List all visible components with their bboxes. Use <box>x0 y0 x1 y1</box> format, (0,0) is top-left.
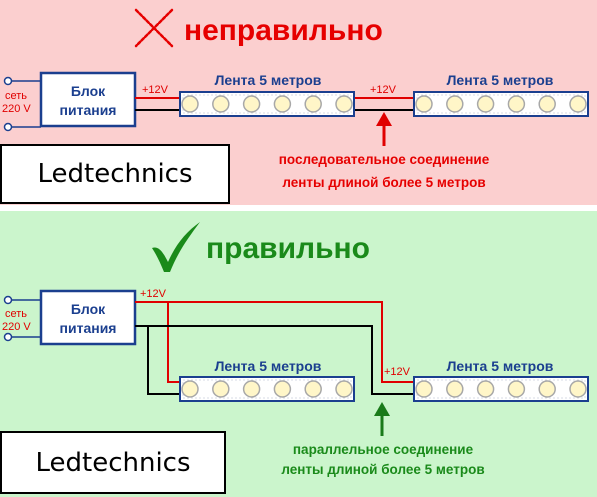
green-arrow-up <box>374 402 390 436</box>
strip-1-label: Лента 5 метров <box>215 72 322 88</box>
led-dot <box>181 380 199 398</box>
led-dot <box>415 380 433 398</box>
power-supply-bottom-line1: Блок <box>71 301 106 317</box>
led-dot <box>415 95 433 113</box>
wrong-heading: неправильно <box>184 14 383 47</box>
mains-label-line2: 220 V <box>2 103 31 115</box>
panel-divider <box>0 205 597 211</box>
strip-bottom-2-label: Лента 5 метров <box>447 358 554 374</box>
voltage-label-2: +12V <box>370 84 397 96</box>
led-strip-bottom-2 <box>413 376 589 402</box>
strip-body <box>413 376 589 402</box>
cross-mark-icon <box>134 8 174 48</box>
strip-2-label: Лента 5 метров <box>447 72 554 88</box>
led-dot <box>538 95 556 113</box>
led-dot <box>507 95 526 113</box>
power-supply-bottom-line2: питания <box>60 320 117 336</box>
strip-bottom-1-label: Лента 5 метров <box>215 358 322 374</box>
led-dot <box>242 380 261 398</box>
positive-wires <box>135 301 414 383</box>
led-dot <box>181 95 199 113</box>
mains-label-bottom-line2: 220 V <box>2 321 31 333</box>
led-dot <box>212 380 230 398</box>
negative-wires <box>135 325 414 395</box>
strip-body <box>179 91 355 117</box>
led-dot <box>273 380 292 398</box>
led-dot <box>304 95 322 113</box>
led-dot <box>569 380 587 398</box>
voltage-label-bottom-1: +12V <box>140 288 167 300</box>
strip-body <box>179 376 355 402</box>
wrong-note-line2: ленты длиной более 5 метров <box>282 175 485 190</box>
watermark-top: Ledtechnics <box>0 144 230 204</box>
wrong-note-line1: последовательное соединение <box>279 152 490 167</box>
led-dot <box>446 380 464 398</box>
led-dot <box>304 380 322 398</box>
strip-body <box>413 91 589 117</box>
mains-label-line1: сеть <box>5 90 27 102</box>
mains-label-bottom-line1: сеть <box>5 308 27 320</box>
power-supply-box-bottom <box>39 289 137 346</box>
red-arrow-up <box>376 112 392 146</box>
led-dot <box>569 95 587 113</box>
watermark-bottom: Ledtechnics <box>0 431 226 494</box>
led-dot <box>335 380 353 398</box>
led-dot <box>242 95 261 113</box>
voltage-label-1: +12V <box>142 84 169 96</box>
led-dot <box>476 380 495 398</box>
led-strip-2 <box>413 91 589 117</box>
power-supply-label-line2: питания <box>60 102 117 118</box>
led-dot <box>446 95 464 113</box>
led-dot <box>476 95 495 113</box>
led-strip-1 <box>179 91 355 117</box>
led-dot <box>507 380 526 398</box>
led-dot <box>212 95 230 113</box>
right-heading: правильно <box>206 232 370 265</box>
power-supply-label-line1: Блок <box>71 83 106 99</box>
right-note-line2: ленты длиной более 5 метров <box>281 462 484 477</box>
led-dot <box>273 95 292 113</box>
check-mark-icon <box>152 222 200 272</box>
led-strip-bottom-1 <box>179 376 355 402</box>
led-dot <box>538 380 556 398</box>
led-dot <box>335 95 353 113</box>
voltage-label-bottom-2: +12V <box>384 366 411 378</box>
right-note-line1: параллельное соединение <box>293 442 474 457</box>
power-supply-box <box>39 71 137 128</box>
